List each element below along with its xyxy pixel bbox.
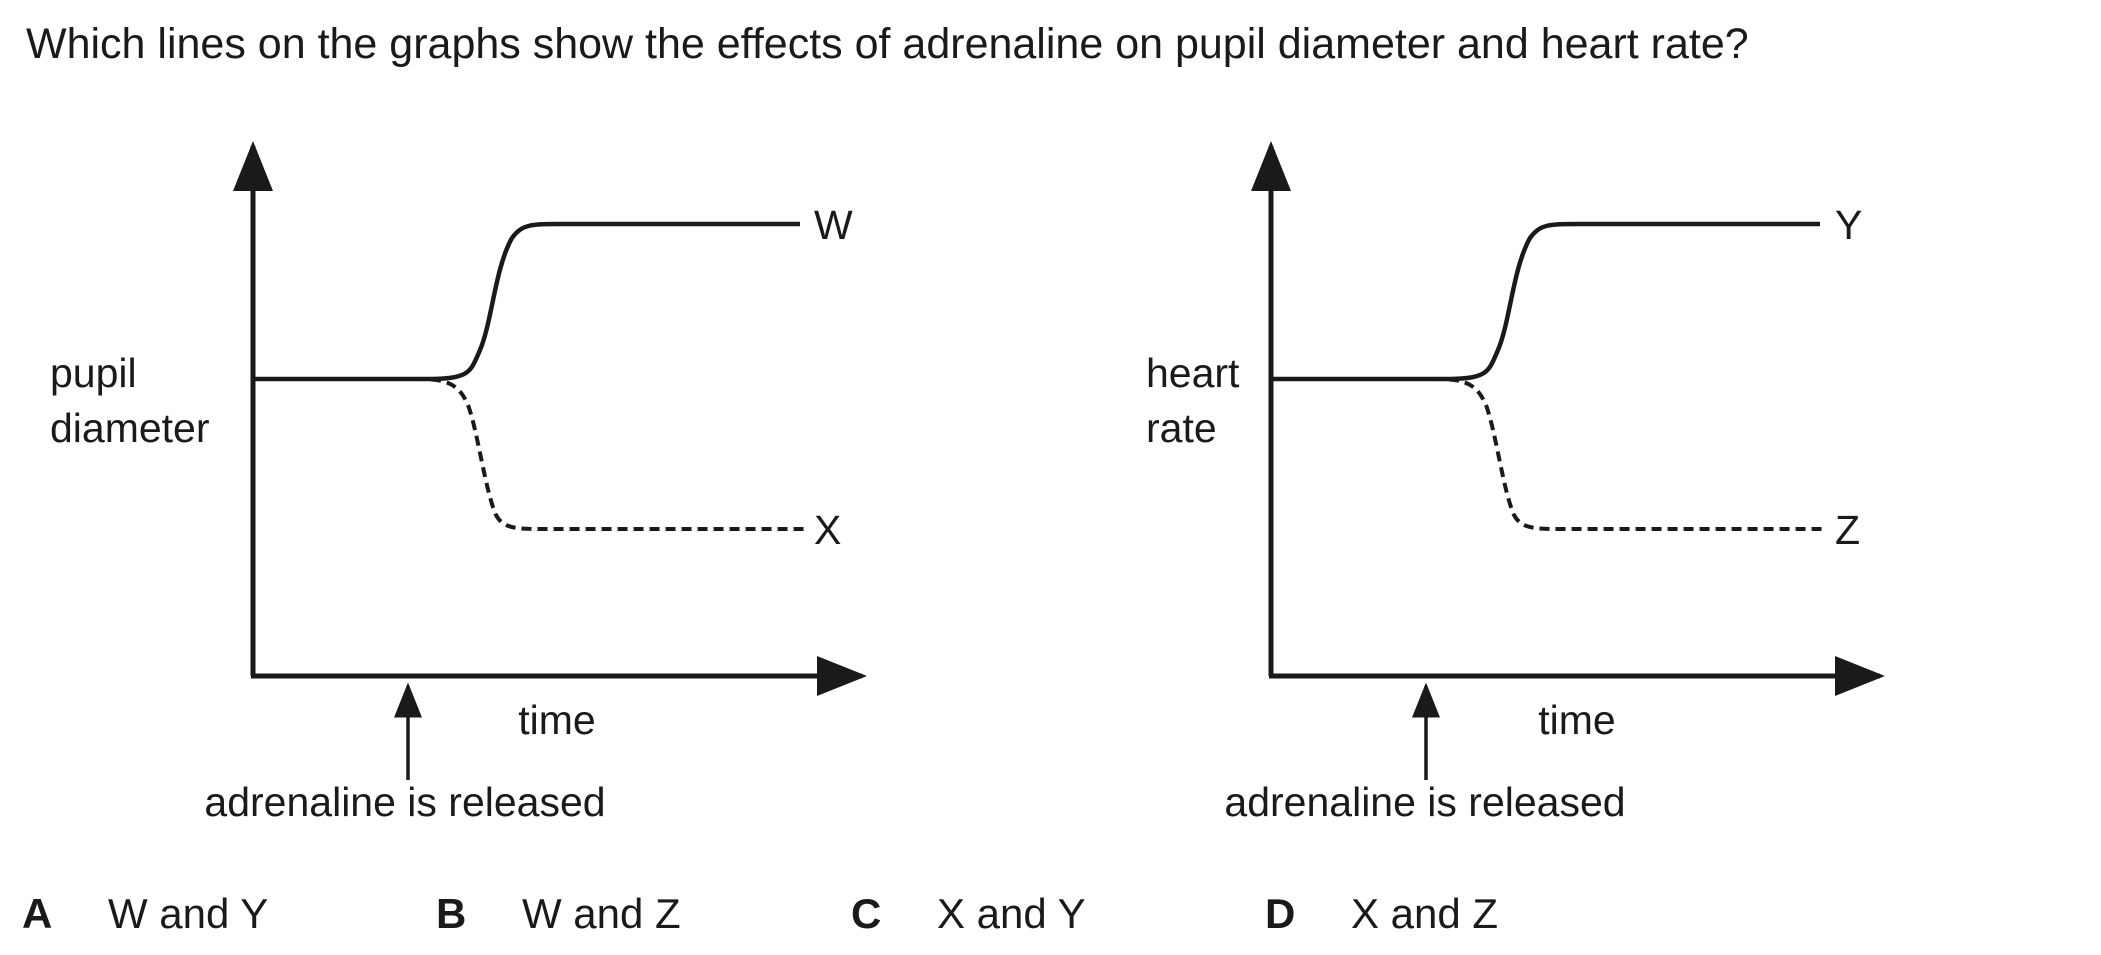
option-text: X and Z <box>1351 890 1499 937</box>
event-label: adrenaline is released <box>1224 779 1625 825</box>
option-d[interactable]: D X and Z <box>1265 884 1498 944</box>
event-label: adrenaline is released <box>204 779 605 825</box>
xlabel-time: time <box>518 697 595 743</box>
line-decrease <box>414 377 805 531</box>
question-text: Which lines on the graphs show the effec… <box>26 20 1749 68</box>
line-label-w: W <box>814 202 853 248</box>
line-label-x: X <box>814 507 841 553</box>
line-decrease <box>1432 377 1825 531</box>
option-a[interactable]: A W and Y <box>22 884 268 944</box>
option-letter: C <box>851 890 882 937</box>
line-increase <box>253 221 800 382</box>
option-letter: A <box>22 890 53 937</box>
graph-heart-rate: heart rate Y Z time adrenaline is releas… <box>1146 141 1885 825</box>
ylabel-line-1: heart <box>1146 350 1240 396</box>
ylabel-line-1: pupil <box>50 350 137 396</box>
option-letter: D <box>1265 890 1296 937</box>
line-increase <box>1271 221 1820 382</box>
line-label-z: Z <box>1835 507 1860 553</box>
graph-pupil-diameter: pupil diameter W X time adrenaline is re… <box>50 141 867 825</box>
ylabel-line-2: rate <box>1146 405 1217 451</box>
line-label-y: Y <box>1835 202 1862 248</box>
xlabel-time: time <box>1538 697 1615 743</box>
answer-options: A W and Y B W and Z C X and Y D X and Z <box>0 884 2101 944</box>
ylabel-line-2: diameter <box>50 405 210 451</box>
option-text: X and Y <box>937 890 1086 937</box>
option-c[interactable]: C X and Y <box>851 884 1086 944</box>
option-text: W and Z <box>522 890 681 937</box>
option-letter: B <box>436 890 467 937</box>
graphs-figure: pupil diameter W X time adrenaline is re… <box>50 141 1885 825</box>
option-text: W and Y <box>108 890 269 937</box>
option-b[interactable]: B W and Z <box>436 884 681 944</box>
